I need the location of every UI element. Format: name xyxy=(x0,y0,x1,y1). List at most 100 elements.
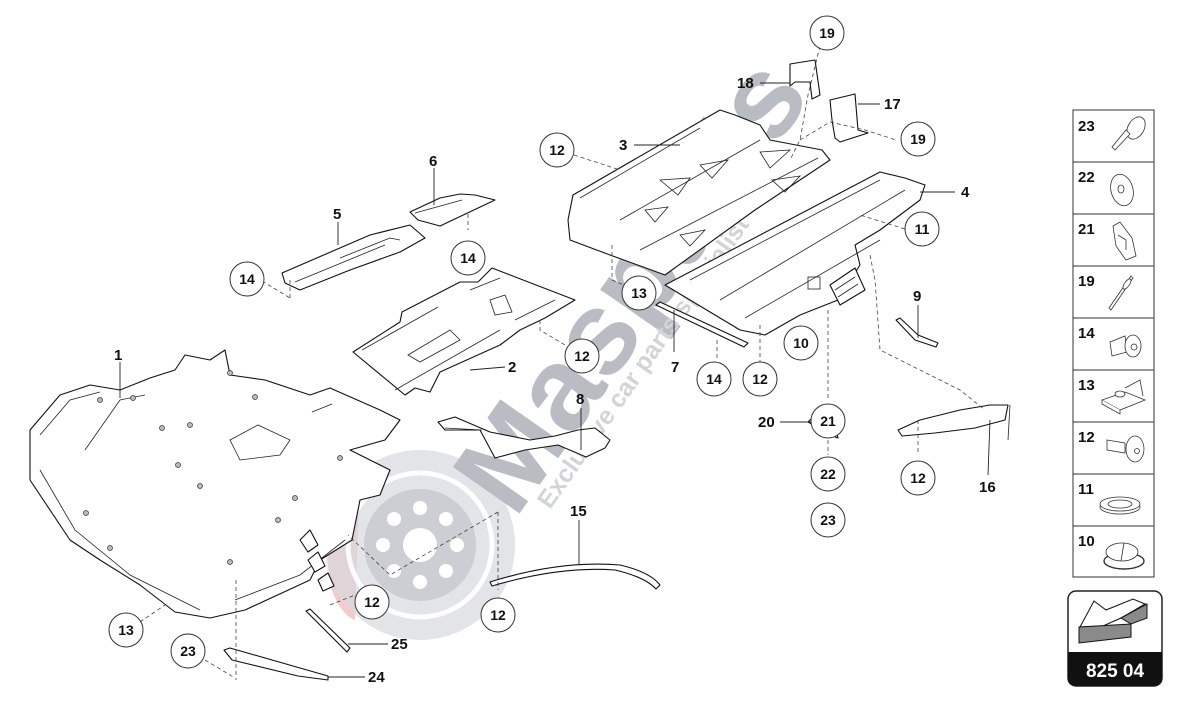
callout-text: 13 xyxy=(631,285,647,301)
label-part-5[interactable]: 5 xyxy=(333,206,341,223)
callout-text: 23 xyxy=(180,643,196,659)
part-1-front-underbody-panel[interactable] xyxy=(29,349,401,619)
spring-clip-icon xyxy=(1112,221,1137,261)
callout-19-top[interactable]: 19 xyxy=(809,15,845,51)
callouts: 19 19 12 14 14 11 13 12 10 14 12 21 22 2… xyxy=(108,15,940,669)
part-15-arch-strip[interactable] xyxy=(489,563,661,590)
callout-text: 12 xyxy=(364,594,380,610)
label-part-18[interactable]: 18 xyxy=(737,75,754,92)
callout-12-panel3[interactable]: 12 xyxy=(539,132,575,168)
part-3-center-tunnel-panel[interactable] xyxy=(567,109,831,276)
part-2-center-plate[interactable] xyxy=(352,267,576,396)
callout-10[interactable]: 10 xyxy=(783,325,819,361)
callout-text: 12 xyxy=(910,470,926,486)
label-part-24[interactable]: 24 xyxy=(368,669,385,686)
reference-code: 825 04 xyxy=(1086,661,1145,682)
part-8-curved-panel[interactable] xyxy=(437,416,611,459)
callout-21[interactable]: 21 xyxy=(810,403,846,439)
legend-number: 23 xyxy=(1078,118,1095,135)
part-7-strip[interactable] xyxy=(655,301,749,348)
callout-14-part5[interactable]: 14 xyxy=(229,261,265,297)
callout-text: 14 xyxy=(239,271,255,287)
callout-23-right[interactable]: 23 xyxy=(810,502,846,538)
callout-14-part7[interactable]: 14 xyxy=(696,361,732,397)
callout-text: 12 xyxy=(752,371,768,387)
legend-row-19[interactable]: 19 xyxy=(1073,273,1154,319)
part-17-deflector[interactable] xyxy=(829,93,869,143)
legend-number: 22 xyxy=(1078,169,1095,186)
legend-number: 11 xyxy=(1078,481,1094,498)
part-9-bracket[interactable] xyxy=(895,317,939,348)
label-part-9[interactable]: 9 xyxy=(913,288,921,305)
label-part-6[interactable]: 6 xyxy=(429,153,437,170)
label-part-17[interactable]: 17 xyxy=(884,96,901,113)
label-part-7[interactable]: 7 xyxy=(671,359,679,376)
legend-row-13[interactable]: 13 xyxy=(1073,377,1154,423)
part-labels: 1 2 3 4 5 6 7 8 9 15 16 17 18 20 24 25 xyxy=(114,75,996,686)
legend-row-14[interactable]: 14 xyxy=(1073,325,1154,371)
callout-text: 23 xyxy=(820,512,836,528)
push-rivet-icon xyxy=(1106,435,1145,463)
part-5-tunnel-cover[interactable] xyxy=(281,224,426,291)
callout-12-part2[interactable]: 12 xyxy=(564,338,600,374)
reference-badge: 825 04 xyxy=(1067,590,1163,687)
part-24-trim-strip[interactable] xyxy=(223,647,329,681)
label-part-1[interactable]: 1 xyxy=(114,347,122,364)
label-part-16[interactable]: 16 xyxy=(979,479,996,496)
callout-23-front[interactable]: 23 xyxy=(170,633,206,669)
callout-13-center[interactable]: 13 xyxy=(621,275,657,311)
callout-text: 19 xyxy=(819,25,835,41)
legend-row-10[interactable]: 10 xyxy=(1078,533,1145,570)
grommet-icon xyxy=(1099,496,1141,515)
legend-number: 13 xyxy=(1078,377,1095,394)
callout-19-right[interactable]: 19 xyxy=(900,121,936,157)
washer-icon xyxy=(1110,173,1134,207)
callout-13-front[interactable]: 13 xyxy=(108,612,144,648)
callout-text: 14 xyxy=(706,371,722,387)
plug-cap-icon xyxy=(1103,542,1145,570)
callout-22[interactable]: 22 xyxy=(810,456,846,492)
legend-row-23[interactable]: 23 xyxy=(1073,114,1154,163)
direction-arrow-icon xyxy=(1078,598,1148,644)
callout-12-part16[interactable]: 12 xyxy=(900,460,936,496)
callout-12-part15[interactable]: 12 xyxy=(480,597,516,633)
label-part-25[interactable]: 25 xyxy=(391,636,408,653)
part-16-side-bracket[interactable] xyxy=(897,404,1011,441)
legend-row-22[interactable]: 22 xyxy=(1073,169,1154,215)
speed-nut-icon xyxy=(1101,379,1147,415)
legend-number: 21 xyxy=(1078,221,1095,238)
callout-text: 11 xyxy=(915,221,930,237)
callout-12-part25[interactable]: 12 xyxy=(354,584,390,620)
callout-text: 12 xyxy=(490,607,506,623)
label-part-15[interactable]: 15 xyxy=(570,503,587,520)
label-part-20[interactable]: 20 xyxy=(758,414,775,431)
part-4-rear-panel[interactable] xyxy=(664,171,926,336)
legend-row-21[interactable]: 21 xyxy=(1073,221,1154,267)
screw-with-washer-icon xyxy=(1111,116,1146,151)
callout-14-part6[interactable]: 14 xyxy=(450,240,486,276)
legend-number: 14 xyxy=(1078,325,1095,342)
legend-number: 19 xyxy=(1078,273,1095,290)
callout-11[interactable]: 11 xyxy=(904,211,940,247)
part-18-deflector[interactable] xyxy=(789,59,821,100)
part-6-small-plate[interactable] xyxy=(409,193,496,227)
part-25-trim-strip[interactable] xyxy=(305,608,351,653)
callout-12-part4[interactable]: 12 xyxy=(742,361,778,397)
expansion-rivet-icon xyxy=(1109,334,1142,358)
callout-text: 21 xyxy=(820,413,836,429)
label-part-8[interactable]: 8 xyxy=(576,391,584,408)
callout-text: 12 xyxy=(574,348,590,364)
label-part-2[interactable]: 2 xyxy=(508,359,516,376)
callout-text: 14 xyxy=(460,250,476,266)
legend-row-11[interactable]: 11 xyxy=(1073,481,1154,527)
fastener-legend: 23 22 21 19 xyxy=(1072,109,1155,578)
callout-text: 22 xyxy=(820,466,836,482)
part-label-leaders xyxy=(119,82,991,678)
legend-row-12[interactable]: 12 xyxy=(1073,429,1154,475)
part-1-fastener-holes xyxy=(83,370,343,565)
legend-number: 10 xyxy=(1078,533,1095,550)
label-part-4[interactable]: 4 xyxy=(961,184,970,201)
callout-text: 10 xyxy=(793,335,809,351)
label-part-3[interactable]: 3 xyxy=(619,137,627,154)
